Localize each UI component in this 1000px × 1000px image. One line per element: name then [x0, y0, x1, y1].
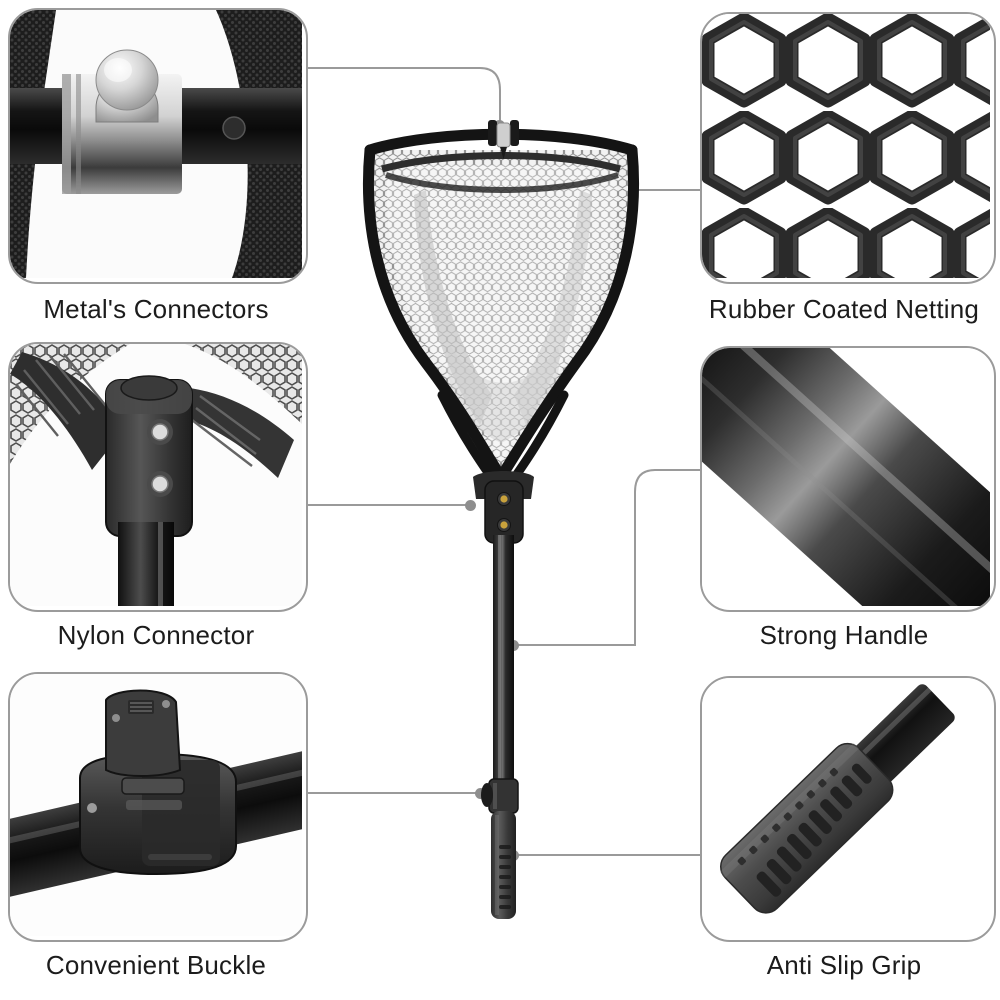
feature-panel-metals-connectors[interactable]: [8, 8, 308, 284]
feature-panel-anti-slip-grip[interactable]: [700, 676, 996, 942]
convenient-buckle-photo: [10, 674, 306, 936]
feature-panel-rubber-coated-netting[interactable]: [700, 12, 996, 284]
panel-frame: [8, 342, 308, 612]
caption-nylon-connector: Nylon Connector: [57, 620, 255, 650]
anti-slip-grip-photo: [702, 678, 990, 936]
feature-panel-nylon-connector[interactable]: [8, 342, 308, 612]
nylon-yoke: [473, 471, 534, 544]
leader-strong-handle: [513, 469, 700, 646]
metals-connectors-photo: [10, 10, 302, 278]
leader-dot-nylon-connector: [465, 500, 476, 511]
caption-rubber-coated-netting: Rubber Coated Netting: [708, 294, 980, 324]
caption-strong-handle: Strong Handle: [759, 620, 929, 650]
leader-dot-convenient-buckle: [475, 788, 486, 799]
panel-frame: [8, 672, 308, 942]
net-top-clip: [488, 120, 519, 159]
caption-convenient-buckle: Convenient Buckle: [45, 950, 267, 980]
product-image: [330, 95, 680, 925]
shaft-collar: [481, 778, 519, 814]
anti-slip-grip-part: [491, 811, 516, 919]
feature-panel-convenient-buckle[interactable]: [8, 672, 308, 942]
caption-anti-slip-grip: Anti Slip Grip: [766, 950, 922, 980]
feature-panel-strong-handle[interactable]: [700, 346, 996, 612]
panel-frame: [700, 12, 996, 284]
caption-metals-connectors: Metal's Connectors: [43, 294, 269, 324]
rubber-netting-photo: [702, 14, 994, 282]
panel-frame: [8, 8, 308, 284]
net-shaft: [493, 535, 514, 785]
strong-handle-photo: [702, 348, 994, 610]
leader-metals-connectors: [304, 67, 501, 126]
nylon-connector-photo: [10, 344, 302, 606]
panel-frame: [700, 676, 996, 942]
panel-frame: [700, 346, 996, 612]
